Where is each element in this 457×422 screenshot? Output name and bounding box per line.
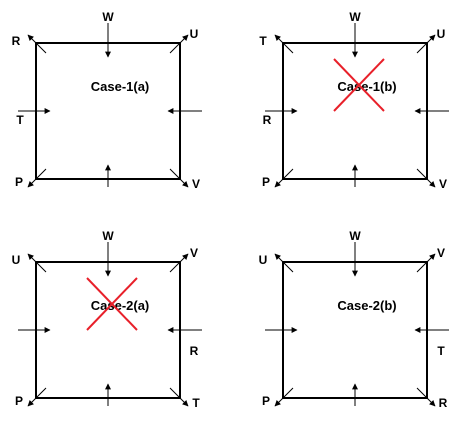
label-bottom-left: P bbox=[262, 394, 270, 408]
panel-box bbox=[282, 42, 428, 180]
arrow-top-right bbox=[416, 34, 436, 54]
panel-case-2b: W T U V P R Case-2(b) bbox=[259, 229, 449, 410]
case-title: Case-2(b) bbox=[337, 298, 396, 313]
label-left: R bbox=[263, 113, 272, 127]
label-top-right: V bbox=[190, 246, 198, 260]
arrow-bottom-left bbox=[27, 168, 47, 188]
arrow-bottom-left bbox=[27, 387, 47, 407]
label-bottom-left: P bbox=[15, 394, 23, 408]
label-bottom-left: P bbox=[262, 175, 270, 189]
arrow-bottom-right bbox=[169, 168, 189, 188]
label-bottom-right: V bbox=[192, 177, 200, 191]
label-top: W bbox=[349, 229, 361, 243]
label-right: R bbox=[190, 344, 199, 358]
arrow-bottom-left bbox=[274, 168, 294, 188]
arrow-top-left bbox=[27, 253, 47, 273]
label-bottom-right: V bbox=[439, 177, 447, 191]
panel-box bbox=[35, 42, 181, 180]
arrow-bottom-right bbox=[416, 168, 436, 188]
label-top-left: U bbox=[12, 253, 21, 267]
label-top: W bbox=[102, 10, 114, 24]
label-top: W bbox=[349, 10, 361, 24]
panel-box bbox=[282, 261, 428, 399]
arrow-top-right bbox=[169, 34, 189, 54]
label-top: W bbox=[102, 229, 114, 243]
cross-line-2 bbox=[86, 277, 138, 331]
arrow-top-right bbox=[169, 253, 189, 273]
label-bottom-right: R bbox=[439, 396, 448, 410]
arrow-top-left bbox=[274, 253, 294, 273]
label-top-left: U bbox=[259, 253, 268, 267]
cross-line-2 bbox=[333, 58, 385, 112]
label-right: T bbox=[437, 344, 445, 358]
case-title: Case-2(a) bbox=[91, 298, 150, 313]
arrow-bottom-left bbox=[274, 387, 294, 407]
label-top-right: U bbox=[437, 27, 446, 41]
label-top-right: V bbox=[437, 246, 445, 260]
panel-box bbox=[35, 261, 181, 399]
case-title: Case-1(a) bbox=[91, 79, 150, 94]
arrow-top-left bbox=[274, 34, 294, 54]
label-left: T bbox=[16, 113, 24, 127]
case-title: Case-1(b) bbox=[337, 79, 396, 94]
arrow-top-left bbox=[27, 34, 47, 54]
label-bottom-left: P bbox=[15, 175, 23, 189]
panel-case-2a: W R U V P T Case-2(a) bbox=[12, 229, 202, 410]
label-top-left: R bbox=[12, 34, 21, 48]
arrow-top-right bbox=[416, 253, 436, 273]
label-bottom-right: T bbox=[192, 396, 200, 410]
arrow-bottom-right bbox=[416, 387, 436, 407]
panel-case-1b: W R T U P V Case-1(b) bbox=[259, 10, 449, 191]
panel-case-1a: W T R U P V Case-1(a) bbox=[12, 10, 202, 191]
label-top-right: U bbox=[190, 27, 199, 41]
label-top-left: T bbox=[259, 34, 267, 48]
arrow-bottom-right bbox=[169, 387, 189, 407]
